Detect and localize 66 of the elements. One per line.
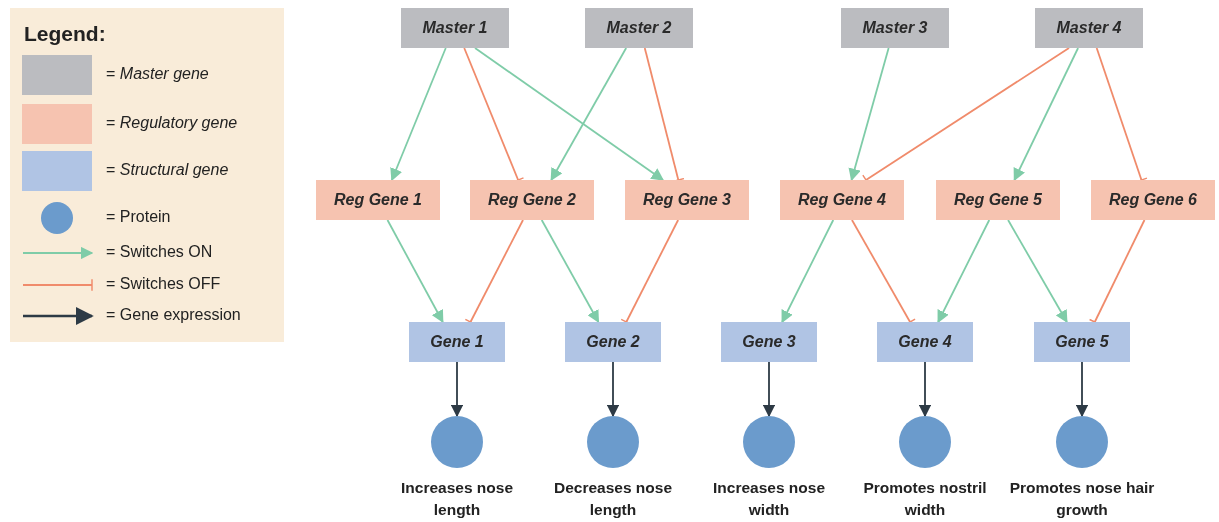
gene-name: Reg Gene 3: [643, 191, 731, 209]
gene-name: Reg Gene 5: [954, 191, 1042, 209]
protein-circle: [743, 416, 795, 468]
gene-name: Master 4: [1056, 19, 1122, 37]
master-gene-box: [1035, 8, 1143, 48]
protein-effect-label: Promotes nostril width: [862, 478, 988, 521]
inhibition-line: [463, 47, 525, 183]
arrow: [390, 47, 447, 182]
arrow: [762, 361, 776, 418]
regulatory-gene-box: [470, 180, 594, 220]
protein-circle: [431, 416, 483, 468]
legend-title: Legend:: [24, 22, 106, 46]
structural-gene-box: [1034, 322, 1130, 362]
gene-name: Gene 1: [430, 333, 484, 351]
arrow: [848, 47, 890, 182]
arrow: [1075, 361, 1089, 418]
protein-effect-label: Decreases nose length: [552, 478, 674, 521]
regulatory-gene-box: [316, 180, 440, 220]
arrow: [781, 219, 835, 324]
master-gene-box: [585, 8, 693, 48]
protein-circle: [1056, 416, 1108, 468]
regulatory-gene-box: [1091, 180, 1215, 220]
legend-text: = Switches ON: [106, 243, 213, 261]
gene-name: Master 2: [606, 19, 672, 37]
protein-effect-label: Increases nose length: [400, 478, 514, 521]
gene-name: Reg Gene 6: [1109, 191, 1197, 209]
arrow: [550, 47, 628, 182]
regulatory-gene-box: [936, 180, 1060, 220]
structural-gene-box: [565, 322, 661, 362]
master-gene-box: [841, 8, 949, 48]
gene-name: Reg Gene 4: [798, 191, 886, 209]
regulatory-gene-box: [625, 180, 749, 220]
legend-text: = Protein: [106, 208, 171, 226]
gene-name: Gene 2: [586, 333, 640, 351]
protein-circle: [587, 416, 639, 468]
structural-gene-box: [721, 322, 817, 362]
gene-name: Master 3: [862, 19, 928, 37]
arrow: [918, 361, 932, 418]
arrow: [606, 361, 620, 418]
arrow: [1007, 219, 1068, 324]
gene-name: Gene 3: [742, 333, 796, 351]
legend-text: = Switches OFF: [106, 275, 221, 293]
protein-effect-label: Promotes nose hair growth: [1008, 478, 1156, 521]
legend-text: = Gene expression: [106, 306, 241, 324]
inhibition-line: [643, 47, 685, 183]
gene-name: Gene 4: [898, 333, 952, 351]
legend-text: = Master gene: [106, 65, 209, 83]
structural-gene-box: [409, 322, 505, 362]
gene-name: Reg Gene 1: [334, 191, 422, 209]
inhibition-line: [1095, 47, 1148, 183]
protein-circle: [899, 416, 951, 468]
arrow: [1013, 47, 1079, 182]
structural-gene-box: [877, 322, 973, 362]
arrow: [386, 219, 444, 324]
legend-text: = Regulatory gene: [106, 114, 238, 132]
master-gene-box: [401, 8, 509, 48]
gene-name: Gene 5: [1055, 333, 1109, 351]
regulatory-gene-box: [780, 180, 904, 220]
arrow: [450, 361, 464, 418]
legend-text: = Structural gene: [106, 161, 229, 179]
protein-effect-label: Increases nose width: [712, 478, 826, 521]
arrow: [474, 47, 665, 181]
gene-name: Reg Gene 2: [488, 191, 576, 209]
arrow: [937, 219, 991, 324]
gene-name: Master 1: [422, 19, 488, 37]
arrow: [540, 219, 600, 324]
